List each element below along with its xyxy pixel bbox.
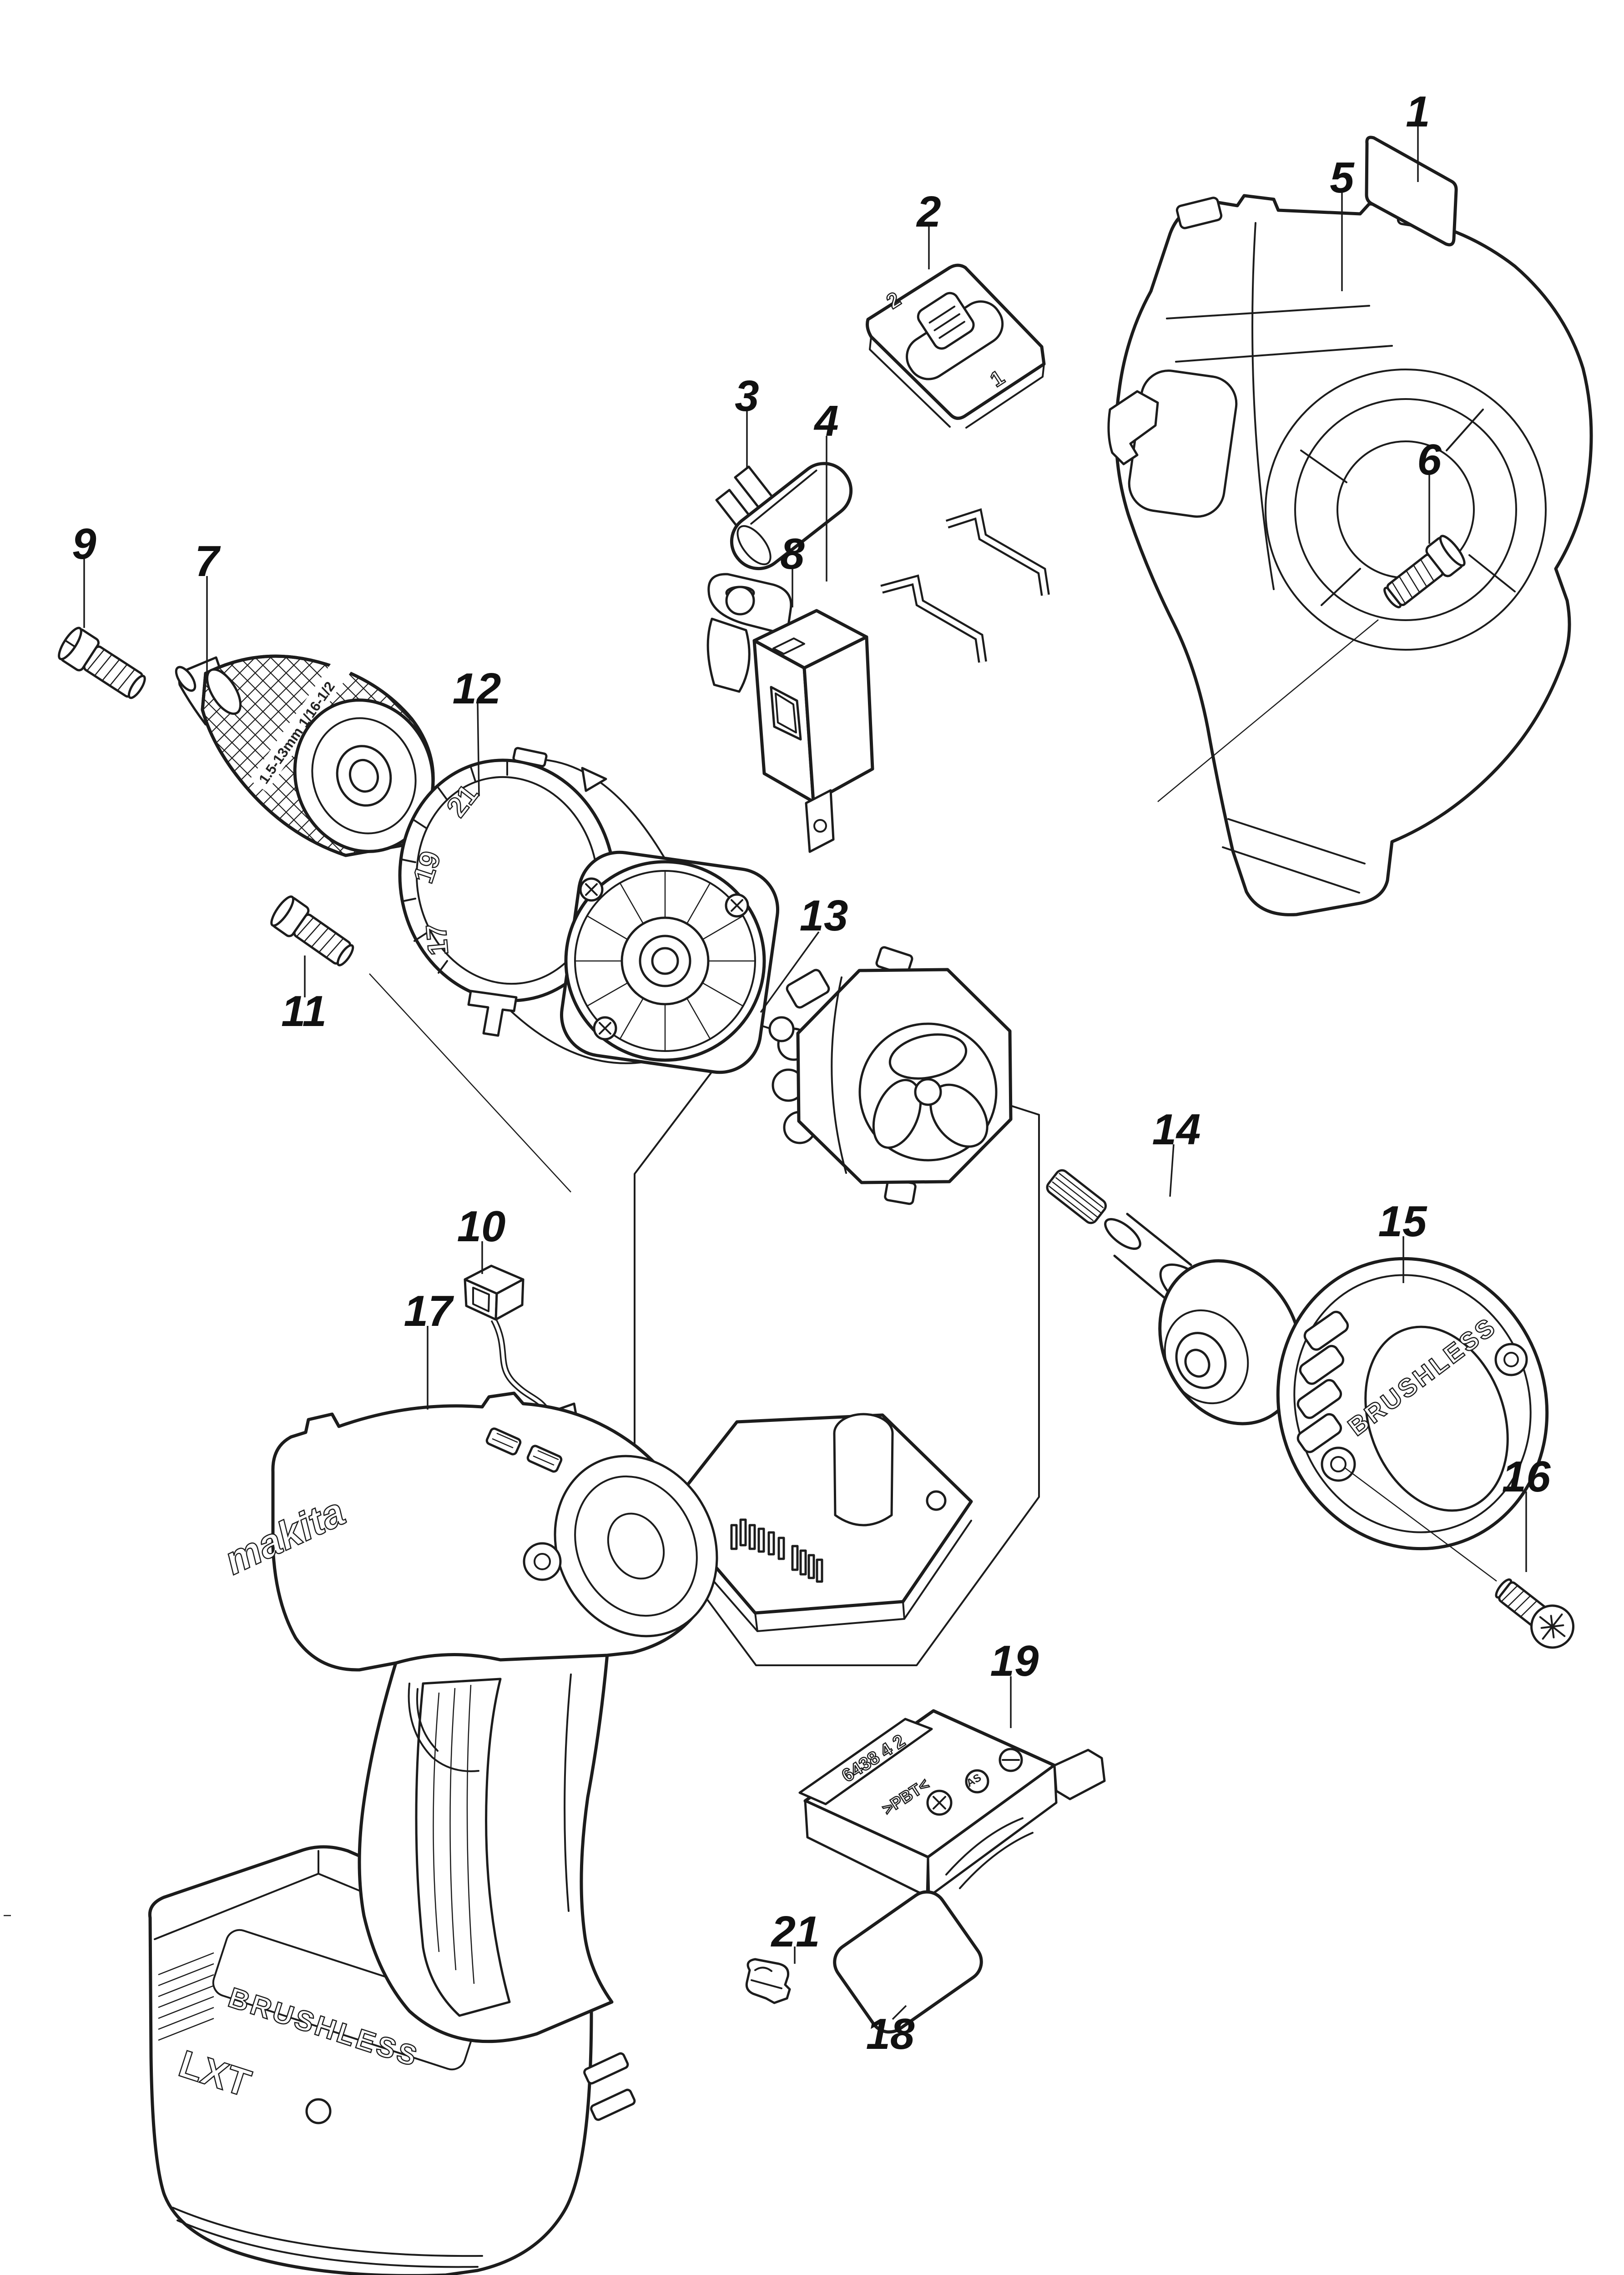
part-label-16: 16 <box>1502 1452 1551 1501</box>
part-label-6: 6 <box>1417 435 1442 484</box>
strap-clip-drawing <box>745 1958 791 2004</box>
gear-screw-drawing <box>270 895 354 966</box>
part-6-reference-line <box>1157 619 1379 802</box>
part-label-8: 8 <box>780 530 805 578</box>
part-label-15: 15 <box>1378 1197 1427 1246</box>
slide-button-drawing <box>715 462 853 571</box>
rear-cover-drawing: BRUSHLESS <box>1276 1257 1549 1551</box>
part-label-11: 11 <box>281 987 327 1036</box>
housing-screw-drawing <box>1383 535 1466 608</box>
part-label-14: 14 <box>1152 1105 1201 1154</box>
part-label-9: 9 <box>72 520 96 568</box>
part-label-7: 7 <box>195 537 221 586</box>
part-label-4: 4 <box>813 397 838 445</box>
part-11-reference-line <box>369 973 571 1193</box>
controller-drawing <box>666 1413 973 1632</box>
part-12-leader-line <box>477 703 480 797</box>
part-label-5: 5 <box>1330 153 1355 202</box>
part-label-1: 1 <box>1406 87 1430 136</box>
motor-housing-drawing <box>1107 194 1593 916</box>
part-18-leader-line <box>892 2005 907 2020</box>
chuck-screw-drawing <box>58 627 146 699</box>
cover-screw-drawing <box>1495 1578 1575 1649</box>
stator-drawing <box>768 946 1013 1205</box>
ring-number-17: 17 <box>420 923 454 957</box>
part-label-2: 2 <box>916 187 941 236</box>
name-plate-drawing <box>1365 136 1458 247</box>
part-label-21: 21 <box>771 1907 820 1956</box>
gear-assembly-drawing: 21 19 17 <box>398 747 780 1074</box>
stator-group-boundary <box>634 1021 1040 1666</box>
rotor-drawing <box>1046 1169 1303 1426</box>
part-13-leader-line <box>760 931 820 1013</box>
part-label-12: 12 <box>453 664 501 713</box>
switch-drawing <box>706 573 874 853</box>
part-label-17: 17 <box>404 1287 454 1335</box>
part-label-3: 3 <box>735 372 759 420</box>
part-16-reference-line <box>1344 1466 1497 1582</box>
label-sheet-drawing <box>833 1890 983 2034</box>
terminal-block-drawing: AS 6438 4 2 >PBT< <box>798 1709 1106 1898</box>
part-label-13: 13 <box>800 891 848 940</box>
speed-selector-drawing: 2 1 <box>866 263 1046 429</box>
part-label-10: 10 <box>457 1202 506 1251</box>
part-label-18: 18 <box>866 2010 915 2058</box>
part-14-leader-line <box>1169 1144 1175 1197</box>
handle-housing-drawing: BRUSHLESS LXT makita <box>148 1391 718 2275</box>
wire-springs-drawing <box>880 508 1050 663</box>
part-label-19: 19 <box>990 1637 1039 1685</box>
drill-chuck-drawing: 1.5-13mm 1/16-1/2 <box>175 654 435 857</box>
